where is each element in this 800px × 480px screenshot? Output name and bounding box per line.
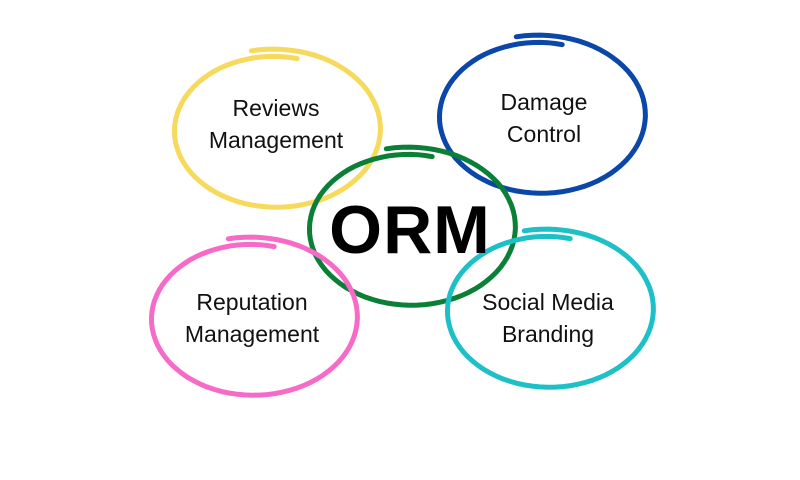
node-line: Management	[208, 127, 344, 153]
node-line: Reputation	[196, 289, 308, 315]
node-reviews-management: Reviews Management	[209, 92, 343, 156]
cyan-loop	[444, 226, 656, 390]
center-title: ORM	[329, 192, 491, 268]
node-line: Reviews	[232, 95, 320, 121]
node-damage-control: Damage Control	[501, 86, 588, 150]
yellow-loop	[171, 46, 383, 210]
node-reputation-management: Reputation Management	[185, 286, 319, 350]
green-loop	[306, 144, 518, 308]
node-line: Control	[506, 121, 582, 147]
node-line: Damage	[500, 89, 588, 115]
node-line: Management	[184, 321, 320, 347]
blue-loop	[436, 32, 648, 196]
node-social-media-branding: Social Media Branding	[482, 286, 614, 350]
pink-loop	[148, 234, 360, 398]
node-line: Social Media	[482, 289, 614, 315]
node-line: Branding	[501, 321, 595, 347]
